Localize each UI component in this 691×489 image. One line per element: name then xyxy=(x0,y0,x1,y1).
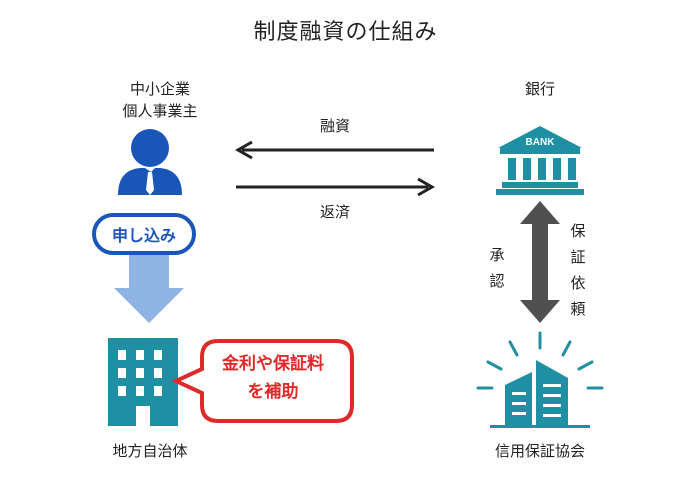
repay-label: 返済 xyxy=(319,203,350,221)
guarantee-request-label: 保証依頼 xyxy=(570,222,586,318)
approval-label: 承認 xyxy=(489,246,505,290)
person-icon xyxy=(118,129,182,195)
subsidy-callout-line2: を補助 xyxy=(247,382,299,402)
municipality-label: 地方自治体 xyxy=(112,442,188,460)
double-vertical-arrow xyxy=(520,201,560,323)
office-building-icon xyxy=(108,338,178,426)
sme-label: 中小企業 個人事業主 xyxy=(85,78,235,122)
page-title: 制度融資の仕組み xyxy=(253,20,438,45)
apply-down-arrow xyxy=(114,248,184,323)
corporate-building-icon xyxy=(476,331,604,428)
subsidy-callout-line1: 金利や保証料 xyxy=(222,354,324,374)
loan-arrow xyxy=(234,140,434,160)
bank-icon: BANK xyxy=(496,126,584,195)
loan-label: 融資 xyxy=(319,117,350,135)
bank-label: 銀行 xyxy=(524,80,555,98)
sme-label-line1: 中小企業 xyxy=(129,80,190,98)
subsidy-callout-text: 金利や保証料 を補助 xyxy=(198,350,348,406)
bank-sign-text: BANK xyxy=(526,137,556,148)
subsidy-callout-bubble xyxy=(171,339,354,423)
guarantee-association-label: 信用保証協会 xyxy=(494,442,585,460)
apply-badge: 申し込み xyxy=(92,213,196,255)
sme-label-line2: 個人事業主 xyxy=(122,102,198,120)
repay-arrow xyxy=(236,177,436,197)
